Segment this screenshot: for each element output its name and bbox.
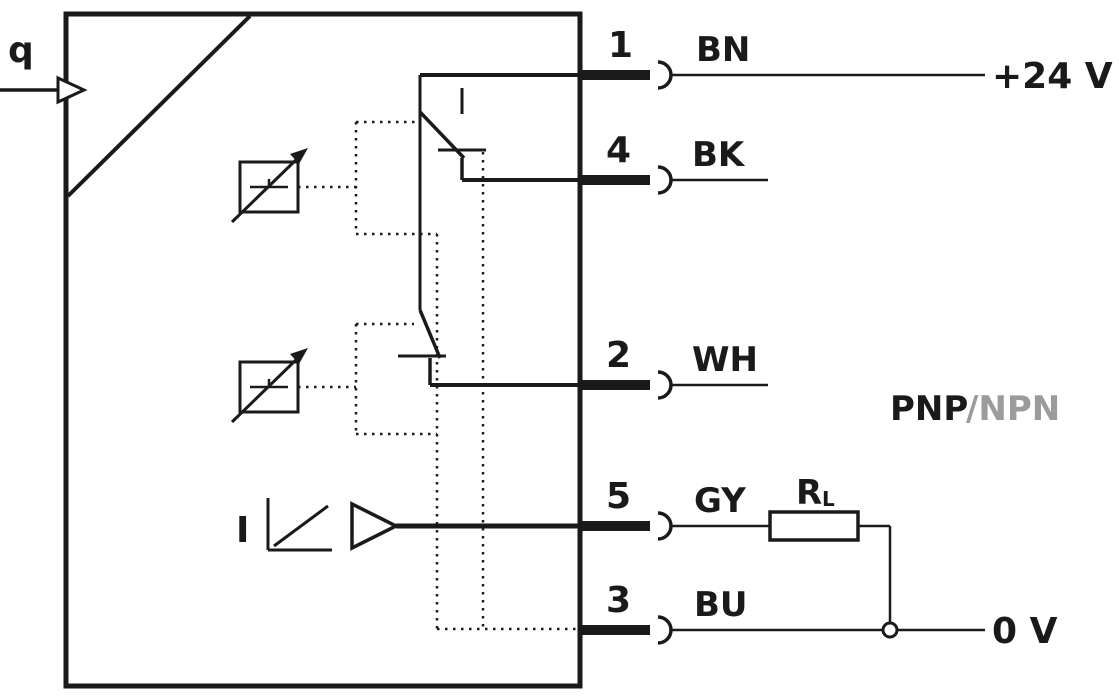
internal-wiring	[396, 73, 580, 529]
pin5-connector-icon	[657, 511, 673, 541]
switch1-icon	[418, 88, 486, 180]
adjuster2-arrow-shaft	[230, 354, 302, 424]
sensor-outline	[63, 11, 583, 689]
output-type-label: PNP /NPN	[890, 389, 1060, 429]
graph-ramp-line	[273, 504, 329, 548]
dotted-couplings	[298, 120, 580, 631]
pin4-group: 4 BK	[580, 130, 768, 195]
adjuster1-arrow-head	[290, 148, 308, 164]
flow-input: q	[0, 30, 88, 105]
pin4-connector-icon	[657, 165, 673, 195]
load-resistor-subscript: L	[822, 487, 835, 511]
flow-arrow-icon	[56, 75, 88, 105]
pin3-group: 3 BU 0 V	[580, 580, 1058, 652]
pin5-number: 5	[606, 476, 631, 517]
pin1-number: 1	[608, 25, 633, 66]
analog-output-label: I	[236, 510, 249, 551]
analog-output-symbol: I	[236, 498, 400, 552]
flow-input-label: q	[8, 30, 34, 71]
threshold-adjuster-1	[230, 148, 308, 224]
adjuster2-arrow-head	[290, 348, 308, 364]
pin3-number: 3	[606, 580, 631, 621]
pin2-wire-color: WH	[692, 340, 758, 380]
resistor-body-icon	[768, 510, 860, 542]
load-resistor-symbol: R	[796, 473, 822, 513]
supply-net-label: +24 V	[992, 56, 1113, 97]
pin1-wire-color: BN	[696, 30, 750, 70]
pin4-wire-color: BK	[692, 135, 746, 175]
pnp-label: PNP	[890, 389, 968, 429]
pin1-connector-icon	[657, 60, 673, 90]
load-resistor: R L	[768, 473, 860, 542]
junction-node-icon	[881, 621, 899, 639]
amplifier-triangle-icon	[350, 501, 400, 551]
pin2-number: 2	[606, 335, 631, 376]
ground-net-label: 0 V	[992, 611, 1058, 652]
pin5-wire-color: GY	[694, 481, 746, 521]
npn-label: /NPN	[966, 389, 1060, 429]
switch2-blade	[418, 309, 442, 359]
pin4-number: 4	[606, 130, 631, 171]
pin2-group: 2 WH	[580, 335, 768, 400]
pin5-group: 5 GY R L	[580, 473, 892, 630]
sensor-corner-diagonal	[66, 14, 252, 198]
pin3-wire-color: BU	[694, 585, 748, 625]
pin3-connector-icon	[657, 615, 673, 645]
adjuster1-arrow-shaft	[230, 154, 302, 224]
pin1-group: 1 BN +24 V	[580, 25, 1113, 97]
sensor-body	[63, 11, 583, 689]
pin2-connector-icon	[657, 370, 673, 400]
